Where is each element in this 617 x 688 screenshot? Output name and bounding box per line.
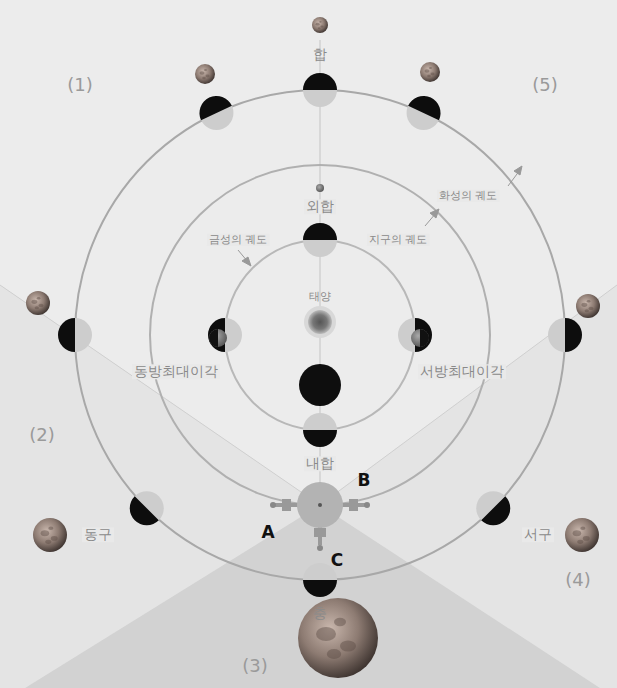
mars-image	[576, 294, 600, 318]
direction-letter: B	[358, 471, 371, 490]
mars-image	[26, 291, 50, 315]
mars-orbit	[75, 90, 565, 580]
region-number: (2)	[29, 425, 55, 445]
phase-disk	[130, 491, 164, 525]
position-label: 동구	[82, 527, 114, 542]
venus-image	[209, 329, 227, 347]
position-label: 합	[313, 47, 327, 62]
region-number: (3)	[242, 656, 268, 676]
phase-disk	[476, 491, 510, 525]
pointer-arrows	[238, 166, 522, 266]
region-number: (1)	[67, 75, 93, 95]
position-label: 내합	[304, 456, 336, 471]
mars-image	[33, 518, 67, 552]
region-number: (4)	[565, 570, 591, 590]
sun-label: 태양	[309, 291, 331, 303]
orbit-label: 지구의 궤도	[367, 234, 430, 246]
phase-disk	[548, 318, 582, 352]
direction-letter: C	[331, 551, 343, 570]
mars-image	[312, 17, 328, 33]
earth-orbit	[150, 165, 490, 505]
venus-orbit	[225, 240, 415, 430]
sight-line	[320, 285, 617, 505]
sun-glow	[304, 306, 336, 338]
sun	[308, 310, 332, 334]
phase-disk	[208, 318, 242, 352]
phase-disk	[303, 223, 337, 257]
region-number: (5)	[532, 75, 558, 95]
position-label: 서방최대이각	[418, 364, 506, 379]
position-label: 충	[313, 606, 327, 621]
venus-image	[411, 329, 429, 347]
position-label: 동방최대이각	[132, 364, 220, 379]
phase-disk	[303, 413, 337, 447]
mars-image	[420, 62, 440, 82]
mars-image	[195, 64, 215, 84]
position-label: 외합	[304, 199, 336, 214]
venus-image	[316, 184, 324, 192]
orbit-label: 금성의 궤도	[207, 234, 270, 246]
venus-new-phase	[299, 364, 341, 406]
mars-image	[298, 598, 378, 678]
position-label: 서구	[522, 527, 554, 542]
phase-disk	[58, 318, 92, 352]
night-cone	[25, 505, 600, 688]
phase-disk	[303, 73, 337, 107]
phase-disk	[407, 96, 441, 130]
phase-disk	[398, 318, 432, 352]
earth-observer	[270, 482, 370, 551]
phase-disk	[199, 96, 233, 130]
direction-letter: A	[261, 523, 274, 542]
orbit-label: 화성의 궤도	[437, 190, 500, 202]
mars-image	[565, 518, 599, 552]
